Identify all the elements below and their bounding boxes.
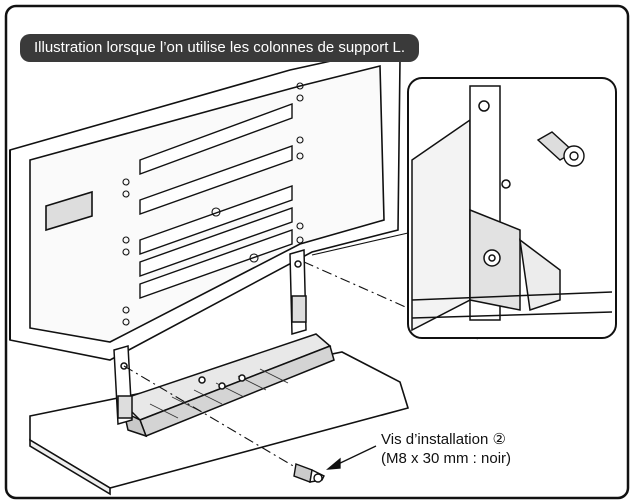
diagram-title: Illustration lorsque l’on utilise les co… (20, 34, 420, 62)
callout-line-2: (M8 x 30 mm : noir) (381, 450, 512, 467)
support-column-left (113, 345, 133, 425)
mounting-holes (122, 82, 304, 326)
support-column-right (289, 249, 307, 335)
base-plate (29, 351, 410, 496)
screw-callout: Vis d’installation ② (M8 x 30 mm : noir) (381, 430, 511, 468)
callout-arrow (326, 445, 377, 470)
detail-inset (407, 77, 617, 339)
callout-line-1: Vis d’installation ② (381, 431, 506, 448)
vent-slots (139, 102, 293, 299)
inset-screw (536, 131, 585, 167)
installation-screw (293, 463, 325, 483)
tv-rear-panel (9, 47, 401, 361)
